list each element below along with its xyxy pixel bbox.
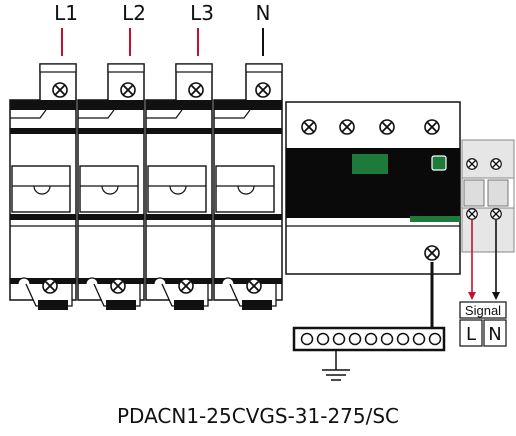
label-l3: L3	[190, 1, 214, 25]
signal-label-box: Signal L N	[459, 301, 507, 347]
status-led	[431, 155, 447, 171]
spd-module-l1	[9, 63, 77, 310]
model-number: PDACN1-25CVGS-31-275/SC	[116, 404, 400, 428]
status-indicator-window	[352, 154, 388, 174]
signal-terminal-l: L	[466, 324, 476, 345]
signal-title: Signal	[465, 303, 501, 318]
label-n: N	[256, 1, 271, 25]
spd-module-l3	[145, 63, 213, 310]
earth-ground-icon	[322, 350, 350, 381]
ground-bus-bar	[292, 326, 446, 352]
label-l1: L1	[54, 1, 78, 25]
signal-terminal-n: N	[488, 324, 501, 345]
signal-terminal-block	[461, 139, 515, 253]
spd-module-n	[213, 63, 283, 310]
spd-module-l2	[77, 63, 145, 310]
monitoring-module	[285, 101, 461, 275]
label-l2: L2	[122, 1, 146, 25]
